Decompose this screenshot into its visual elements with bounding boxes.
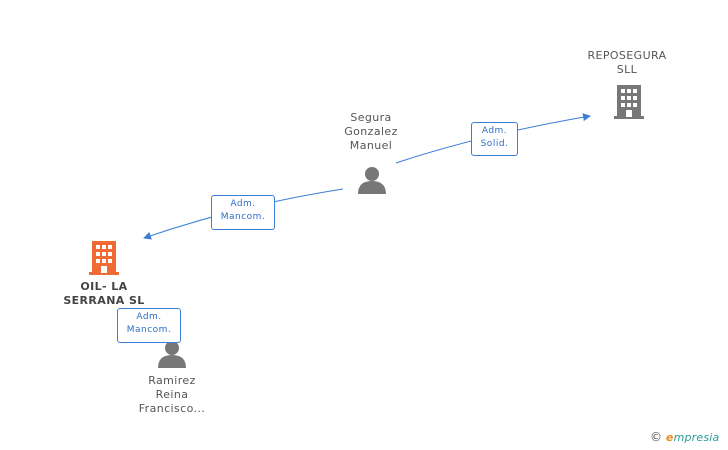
empresia-logo: © empresia: [650, 430, 720, 444]
segura-label[interactable]: Segura Gonzalez Manuel: [344, 111, 398, 152]
edge-label-adm-solid: Adm. Solid.: [471, 122, 518, 156]
edge-label-adm-mancom-ramirez: Adm. Mancom.: [117, 308, 181, 343]
oil-la-serrana-building-icon[interactable]: [89, 241, 119, 275]
brand-e: e: [665, 431, 674, 444]
ramirez-person-icon[interactable]: [158, 341, 186, 368]
brand-name: mpresia: [673, 431, 720, 444]
reposegura-label[interactable]: REPOSEGURA SLL: [587, 49, 667, 76]
oil-la-serrana-label[interactable]: OIL- LA SERRANA SL: [63, 280, 145, 307]
copyright-symbol: ©: [650, 430, 663, 444]
edge-label-adm-mancom-segura: Adm. Mancom.: [211, 195, 275, 230]
ramirez-label[interactable]: Ramirez Reina Francisco...: [138, 374, 206, 415]
reposegura-building-icon[interactable]: [614, 85, 644, 119]
segura-person-icon[interactable]: [358, 167, 386, 194]
